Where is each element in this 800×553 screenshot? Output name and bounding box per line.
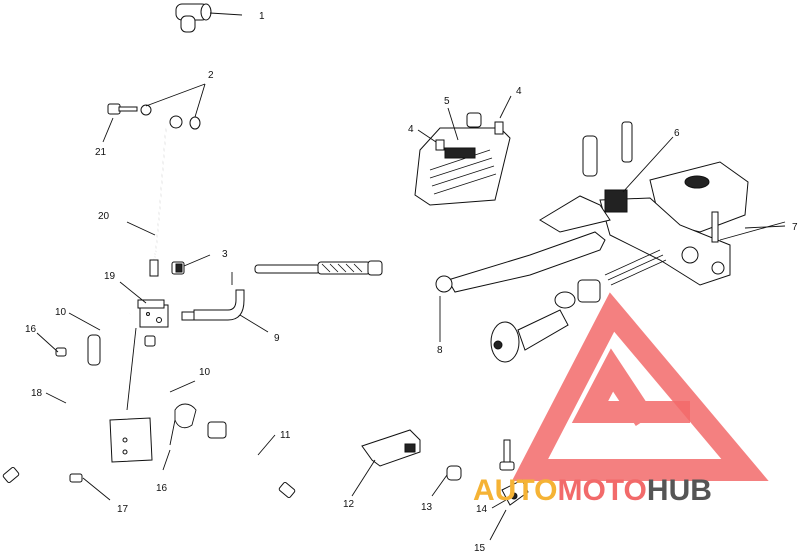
callout-labels: 1 2 3 4 4 5 6 7 8 9 10 10 11 12 13 14 15… (25, 11, 798, 553)
callout-11: 11 (280, 430, 291, 441)
banjo-bolt-part (107, 103, 201, 130)
master-cylinder-part (582, 121, 749, 286)
callout-6: 6 (674, 128, 680, 139)
distribution-block-part (137, 299, 169, 328)
callout-3: 3 (222, 249, 228, 260)
callout-2: 2 (208, 70, 214, 81)
callout-16: 16 (156, 483, 168, 494)
piston-assembly-part (490, 249, 667, 363)
callout-7: 7 (792, 222, 798, 233)
callout-1: 1 (259, 11, 265, 22)
callout-8: 8 (437, 345, 443, 356)
callout-10: 10 (199, 367, 211, 378)
svg-text:AUTOMOTOHUB: AUTOMOTOHUB (473, 474, 712, 507)
callout-16: 16 (25, 324, 37, 335)
mount-bracket-part (361, 429, 421, 467)
small-fitting-part (171, 261, 185, 275)
hose-right (144, 335, 296, 499)
callout-13: 13 (421, 502, 433, 513)
hose-left (2, 313, 131, 484)
brake-lever-part (435, 195, 611, 293)
callout-19: 19 (104, 271, 116, 282)
callout-15: 15 (474, 543, 486, 553)
callout-18: 18 (31, 388, 43, 399)
callout-9: 9 (274, 333, 280, 344)
watermark-logo (511, 292, 769, 481)
reservoir-cover-part (414, 112, 511, 206)
callout-17: 17 (117, 504, 129, 515)
brake-line-upper (149, 126, 167, 277)
callout-4: 4 (516, 86, 522, 97)
tee-fitting-part (175, 3, 212, 33)
callout-14: 14 (476, 504, 488, 515)
clamp-part (499, 439, 529, 506)
watermark-text: AUTOMOTOHUB (473, 474, 712, 507)
callout-4: 4 (408, 124, 414, 135)
bracket-plate-part (69, 417, 153, 483)
callout-10: 10 (55, 307, 67, 318)
callout-21: 21 (95, 147, 107, 158)
callout-5: 5 (444, 96, 450, 107)
watermark-auto: AUTO (473, 474, 557, 507)
brake-line-bend (181, 289, 245, 321)
brake-line-long (231, 260, 383, 285)
watermark-moto: MOTO (557, 474, 646, 507)
watermark-hub: HUB (647, 474, 712, 507)
cap-bolt-part (446, 465, 462, 481)
callout-20: 20 (98, 211, 110, 222)
callout-12: 12 (343, 499, 355, 510)
